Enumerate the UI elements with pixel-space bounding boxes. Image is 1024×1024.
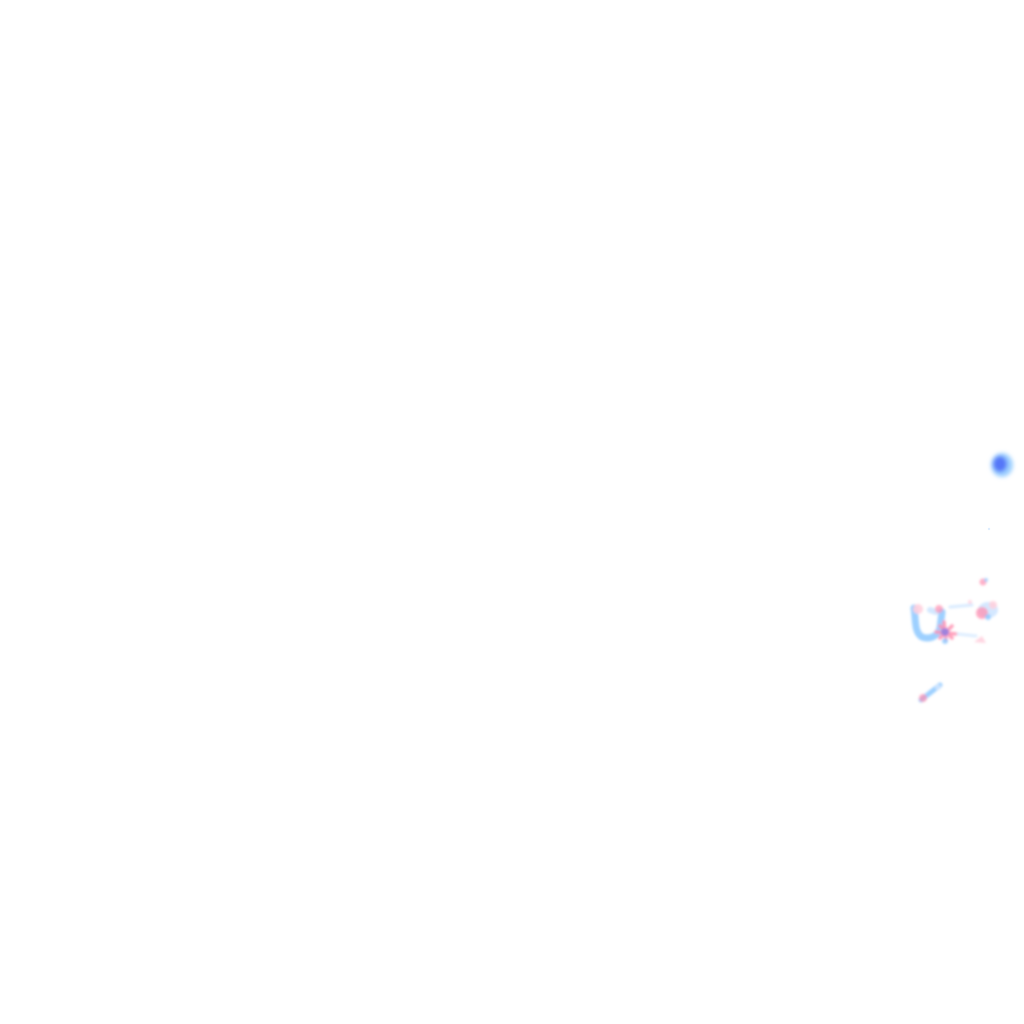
diagonal-streak [918, 682, 943, 703]
blue-drop-blob [991, 453, 1013, 477]
faint-dot [987, 527, 991, 531]
speckle-cluster [910, 578, 998, 644]
